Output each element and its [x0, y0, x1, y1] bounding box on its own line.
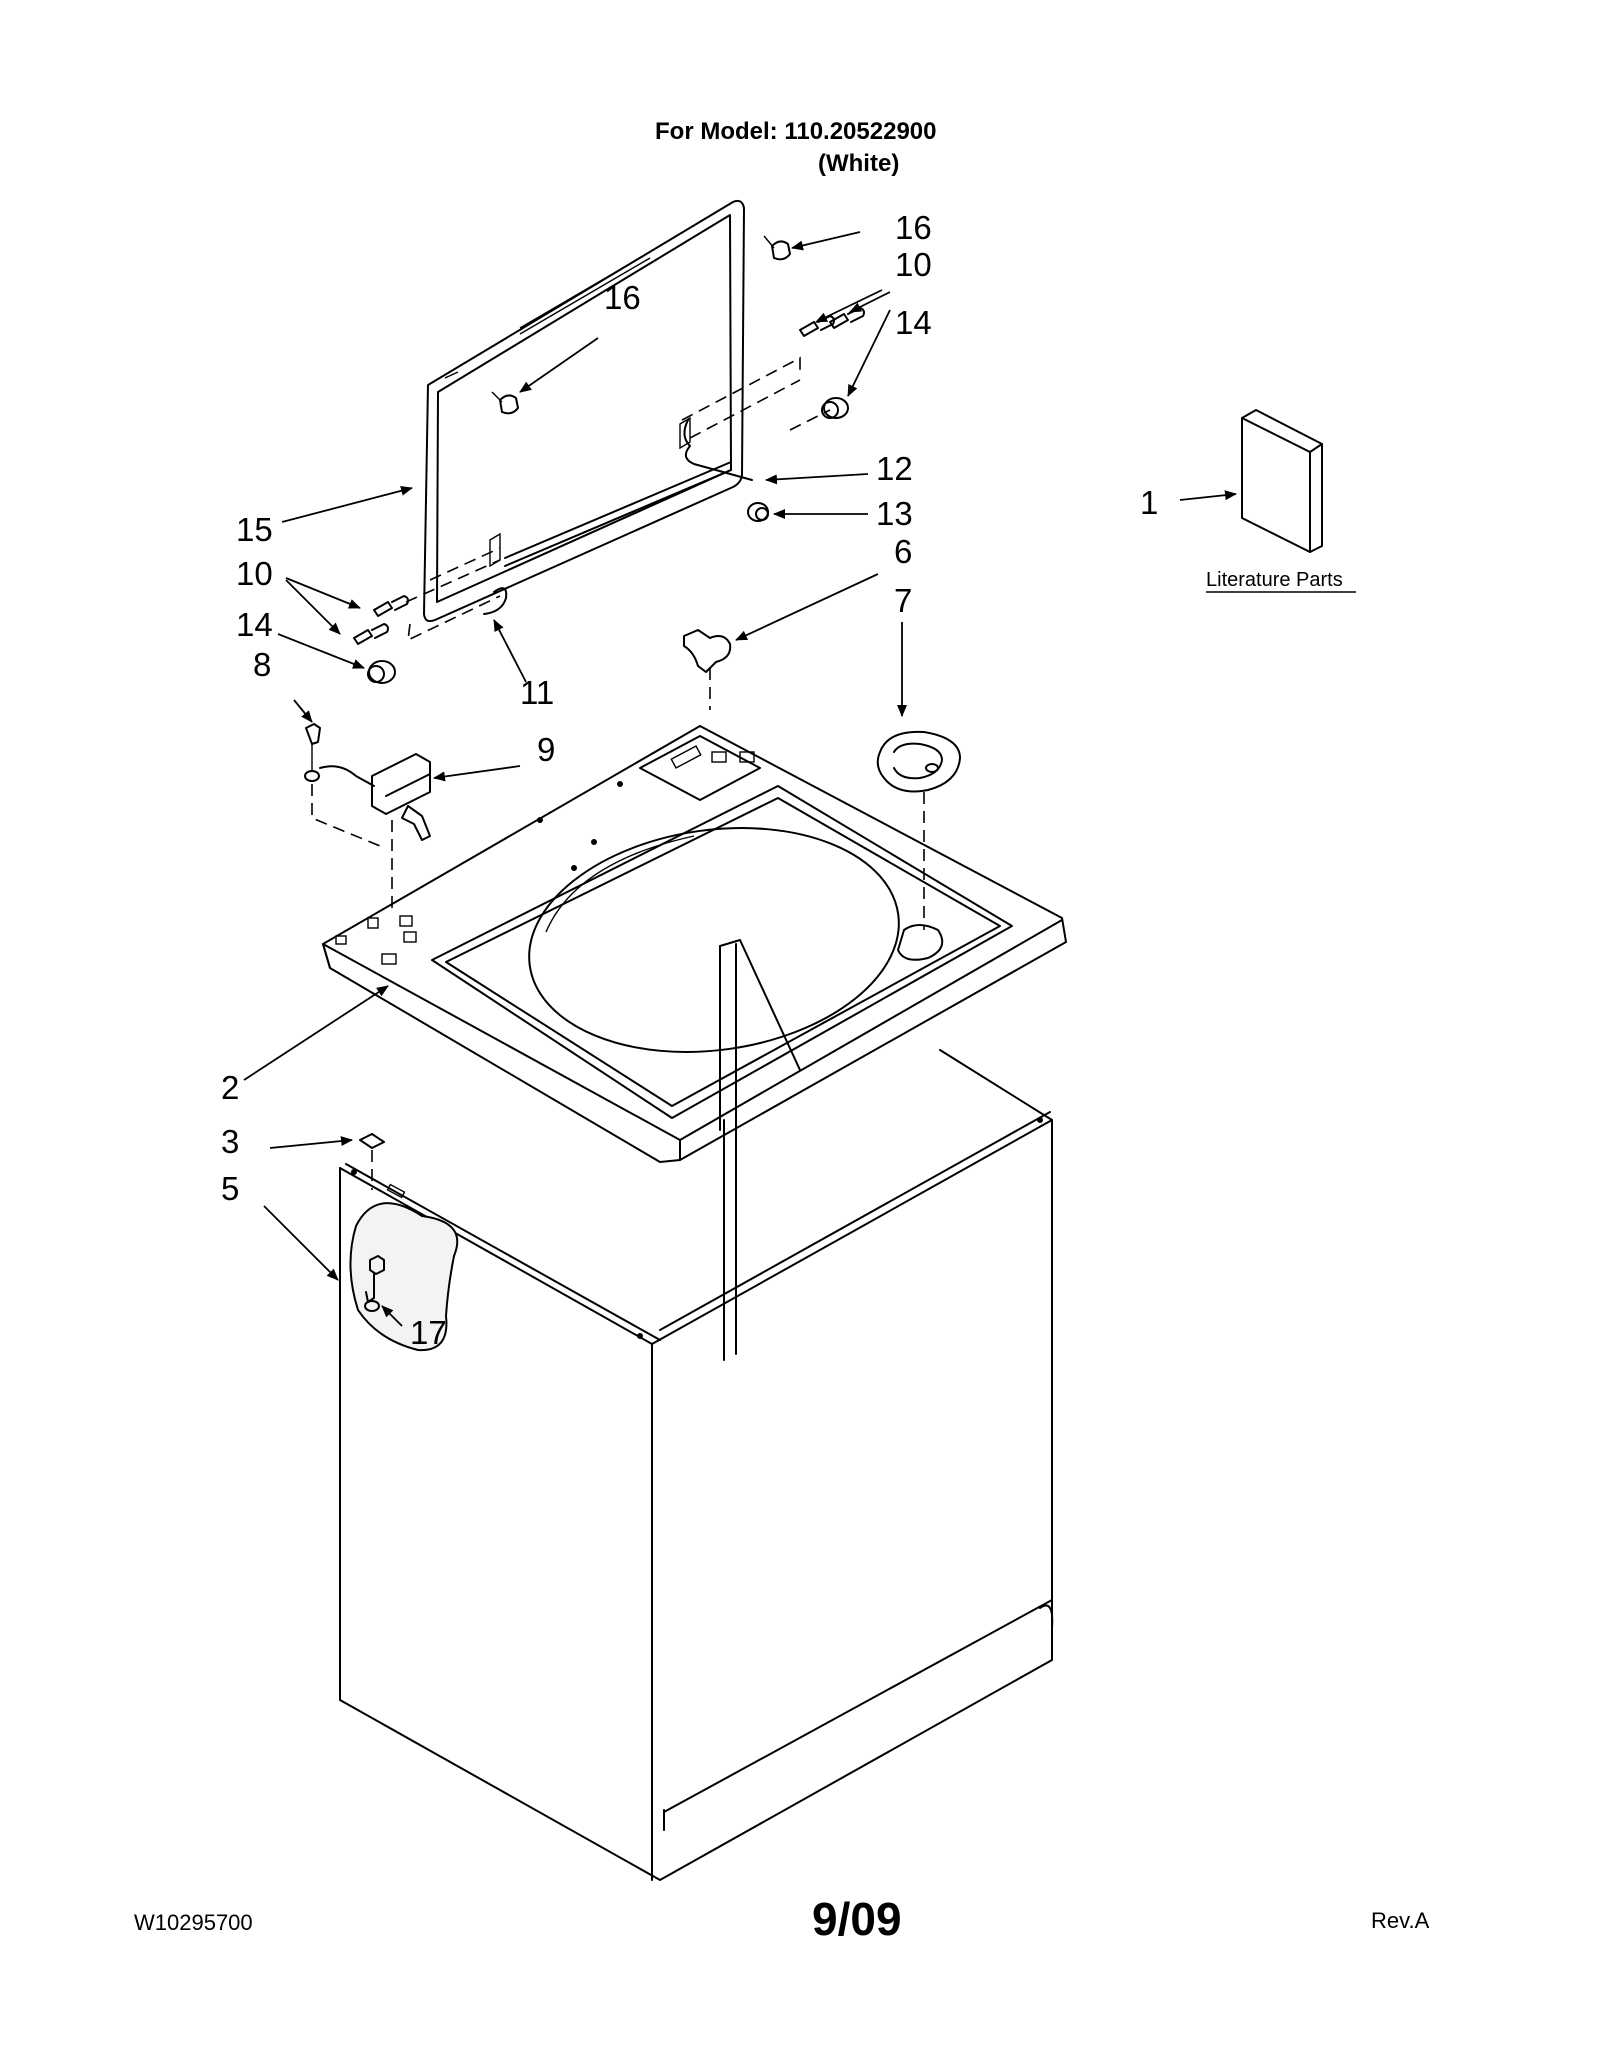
callout-2: 2 [221, 1069, 240, 1106]
bumper-icon [821, 397, 849, 419]
lid-bumper-icon [491, 391, 519, 415]
callout-9: 9 [537, 731, 556, 768]
lid-hinge-clip [683, 629, 732, 710]
callout-17: 17 [410, 1314, 447, 1351]
lid-bumper-icon [763, 235, 791, 261]
screw-icon [364, 1255, 385, 1312]
revision-label: Rev.A [1371, 1908, 1430, 1933]
model-title: For Model: 110.20522900 [655, 118, 937, 145]
revision-date: 9/09 [812, 1893, 902, 1945]
lid-switch-assembly [304, 723, 431, 912]
doc-number: W10295700 [134, 1910, 253, 1935]
callout-8: 8 [253, 646, 272, 683]
screw-icon [829, 307, 865, 329]
literature-booklet-icon [1241, 409, 1323, 553]
screw-icon [799, 315, 835, 337]
callout-13: 13 [876, 495, 913, 532]
hinge-cap-icon [747, 502, 769, 522]
bumper-icon [367, 660, 396, 684]
callout-5: 5 [221, 1170, 240, 1207]
cabinet [339, 1049, 1054, 1881]
bleach-dispenser-cup [876, 730, 961, 930]
callout-10: 10 [895, 246, 932, 283]
callout-11: 11 [520, 674, 555, 711]
screw-icon [373, 595, 409, 617]
callout-12: 12 [876, 450, 913, 487]
cabinet-clip [359, 1133, 385, 1190]
callout-1: 1 [1140, 484, 1159, 521]
literature-parts-label: Literature Parts [1206, 569, 1343, 591]
callout-14: 14 [895, 304, 932, 341]
callout-10: 10 [236, 555, 273, 592]
callout-16: 16 [604, 279, 641, 316]
top-cover [322, 725, 1067, 1163]
callout-15: 15 [236, 511, 273, 548]
lower-hinge-hardware [353, 547, 508, 684]
model-color: (White) [818, 150, 900, 177]
callout-7: 7 [894, 582, 913, 619]
callout-14: 14 [236, 606, 273, 643]
callout-16: 16 [895, 209, 932, 246]
callout-6: 6 [894, 533, 913, 570]
screw-icon [353, 623, 389, 645]
upper-hinge-hardware [491, 235, 865, 522]
washer-lid [423, 199, 745, 623]
callout-3: 3 [221, 1123, 240, 1160]
